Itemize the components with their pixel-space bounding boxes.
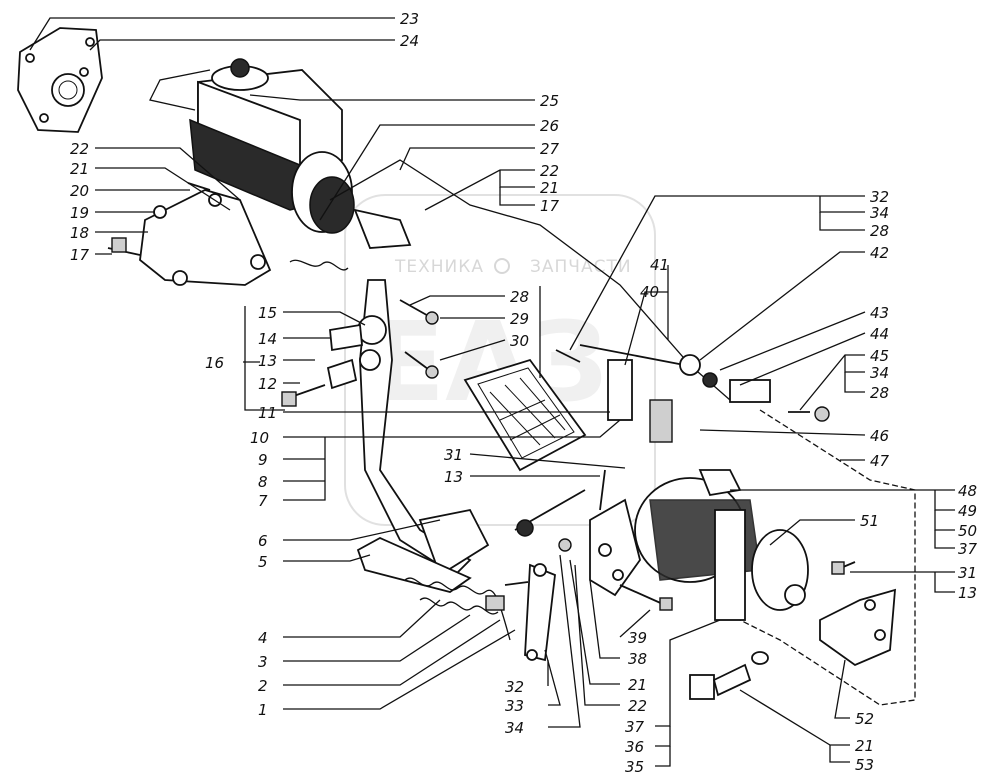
callout-22-bottom: 22 [628,697,647,715]
callout-49: 49 [958,502,977,520]
callout-7: 7 [258,492,268,510]
callout-46: 46 [870,427,889,445]
callout-28-mid: 28 [870,384,889,402]
callout-19: 19 [70,204,89,222]
callout-47: 47 [870,452,890,470]
callout-32-right: 32 [870,188,889,206]
callout-21-left: 21 [70,160,89,178]
callout-14: 14 [258,330,277,348]
callout-13-left: 13 [258,352,277,370]
callout-12: 12 [258,375,277,393]
callout-9: 9 [258,451,268,469]
callout-17-left: 17 [70,246,90,264]
callout-10: 10 [250,429,269,447]
callout-8: 8 [258,473,268,491]
callout-33: 33 [505,697,524,715]
callout-13-mid: 13 [444,468,463,486]
pipe-47 [739,409,916,706]
callout-21-bottom: 21 [628,676,647,694]
callout-38: 38 [628,650,647,668]
callout-48: 48 [958,482,977,500]
flange-plate [17,27,103,133]
watermark-right-text: ЗАПЧАСТИ [530,257,632,277]
callout-28-right: 28 [870,222,889,240]
callout-53: 53 [855,756,874,774]
callout-1: 1 [258,701,268,719]
callout-41: 41 [650,256,669,274]
callout-25: 25 [540,92,559,110]
callout-21-top: 21 [540,179,559,197]
bolts-28-30 [399,299,439,379]
callout-labels: 23 24 25 26 27 22 21 17 22 21 20 19 18 1… [70,10,978,776]
callout-4: 4 [258,629,268,647]
callout-31-right: 31 [958,564,977,582]
callout-43: 43 [870,304,889,322]
callout-28-pedal: 28 [510,288,529,306]
callout-2: 2 [258,677,268,695]
callout-37-right: 37 [958,540,978,558]
valve-body [514,469,673,611]
callout-37-bottom: 37 [625,718,645,736]
callout-32-bottom: 32 [505,678,524,696]
callout-6: 6 [258,532,268,550]
callout-52: 52 [855,710,874,728]
callout-30: 30 [510,332,529,350]
callout-29: 29 [510,310,529,328]
callout-40: 40 [640,283,659,301]
fittings [555,344,830,443]
callout-18: 18 [70,224,89,242]
callout-20: 20 [70,182,89,200]
watermark-left-text: ТЕХНИКА [394,257,484,277]
callout-45: 45 [870,347,889,365]
lever-plate [504,538,572,662]
callout-36: 36 [625,738,644,756]
bracket-52 [819,561,897,667]
clutch-pedal [281,279,490,577]
callout-26: 26 [540,117,559,135]
callout-16: 16 [205,354,224,372]
callout-50: 50 [958,522,977,540]
callout-51: 51 [860,512,879,530]
callout-34-right: 34 [870,204,889,222]
leader-lines [29,17,955,767]
callout-31-mid: 31 [444,446,463,464]
callout-22-top: 22 [540,162,559,180]
callout-35: 35 [625,758,644,776]
callout-13-right: 13 [958,584,977,602]
callout-24: 24 [400,32,419,50]
callout-21-far: 21 [855,737,874,755]
callout-22-left: 22 [70,140,89,158]
callout-5: 5 [258,553,268,571]
callout-3: 3 [258,653,268,671]
callout-34-mid: 34 [870,364,889,382]
return-spring-assembly [356,536,511,641]
callout-11: 11 [258,404,277,422]
callout-15: 15 [258,304,277,322]
pneumatic-booster [634,469,809,621]
callout-34-bottom: 34 [505,719,524,737]
master-cylinder [149,58,412,249]
callout-44: 44 [870,325,889,343]
watermark-gear-icon [494,258,510,274]
parts [17,27,916,706]
callout-17-top: 17 [540,197,560,215]
bolt-53 [689,651,769,700]
callout-42: 42 [870,244,889,262]
pedal-bracket [107,182,349,286]
callout-27: 27 [540,140,560,158]
callout-39: 39 [628,629,647,647]
callout-23: 23 [400,10,419,28]
